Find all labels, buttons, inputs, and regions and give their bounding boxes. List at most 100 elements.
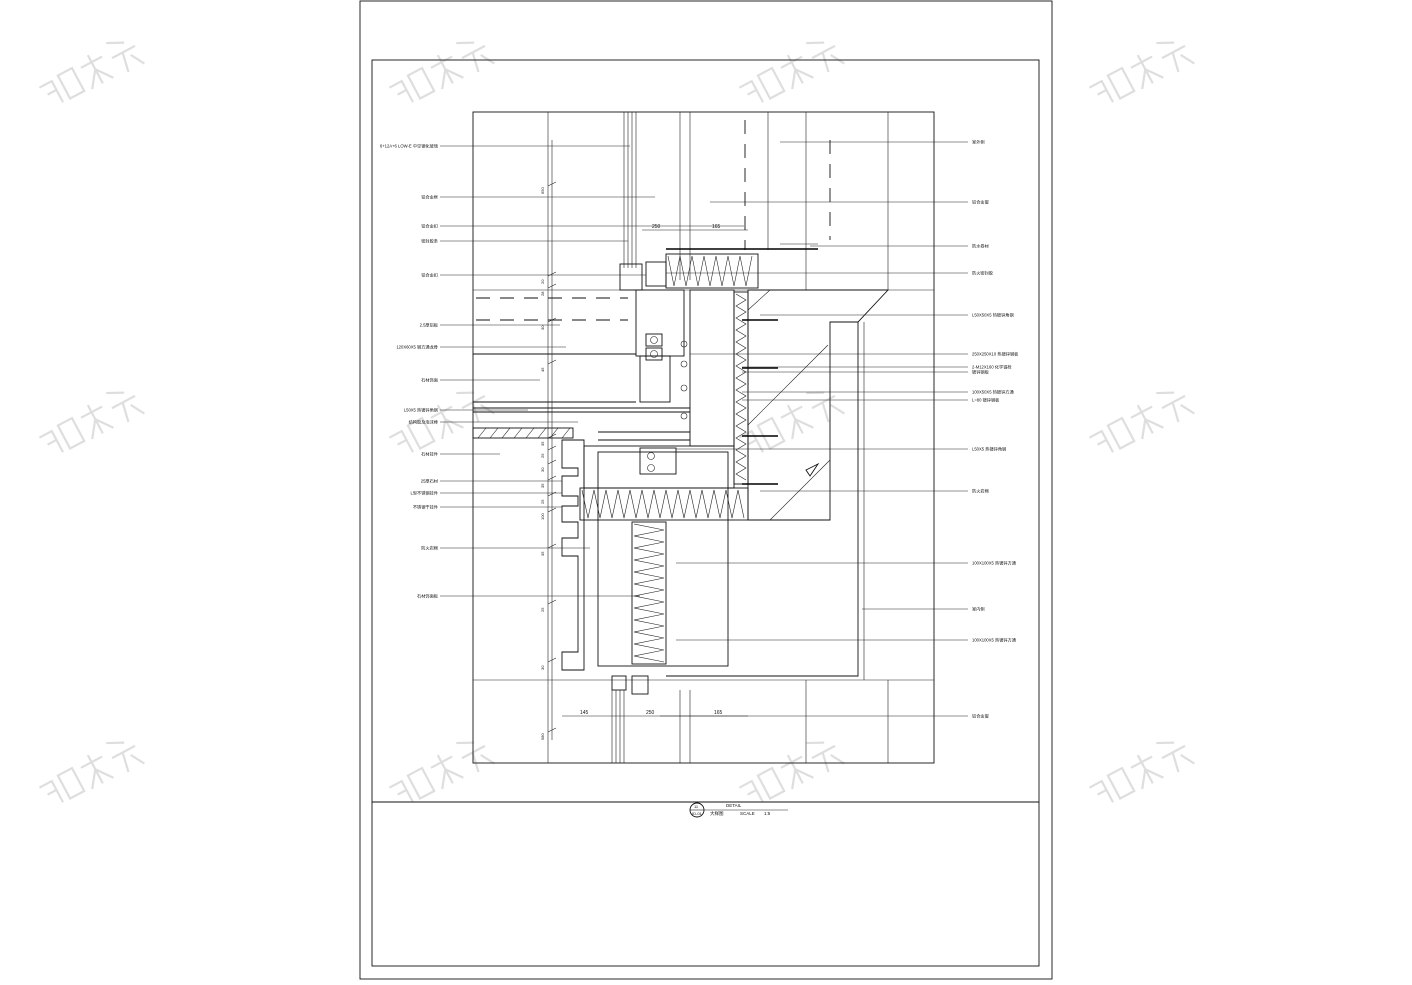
annotation-right: 室外侧 bbox=[972, 139, 985, 146]
annotation-right: 250X250X10 热镀锌钢板 bbox=[972, 351, 1019, 358]
dim-tick-vertical bbox=[547, 657, 557, 663]
dim-bottom-2: 250 bbox=[646, 710, 655, 716]
watermark-logo bbox=[388, 741, 495, 803]
watermark-logo bbox=[38, 741, 145, 803]
annotation-right: 100X100X5 热镀锌方通 bbox=[972, 560, 1017, 567]
annotation-left: 6+12A+6 LOW-E 中空钢化玻璃 bbox=[380, 143, 438, 150]
detail-number: 11 bbox=[694, 804, 699, 809]
dim-vertical-value: 100 bbox=[540, 513, 545, 520]
title-cn: 大样图 bbox=[710, 810, 724, 817]
dim-vertical-value: 35 bbox=[540, 483, 545, 488]
interior-finish bbox=[666, 322, 859, 677]
vertical-insulation bbox=[733, 291, 749, 485]
dim-tick-vertical bbox=[547, 727, 557, 733]
dim-vertical-value: 30 bbox=[540, 325, 545, 330]
watermark-logo bbox=[738, 391, 845, 453]
dim-vertical-value: 45 bbox=[540, 367, 545, 372]
annotation-right: 铝合金窗 bbox=[972, 199, 989, 206]
dim-tick-vertical bbox=[547, 459, 557, 465]
watermark-logo bbox=[1088, 41, 1195, 103]
annotation-right: 防火密封胶 bbox=[972, 270, 993, 277]
sheet-inner-border bbox=[371, 59, 1040, 967]
annotation-right: 铝合金窗 bbox=[972, 713, 989, 720]
annotation-right: L50X5 热镀锌角钢 bbox=[972, 446, 1006, 453]
annotation-right: 防火岩棉 bbox=[972, 488, 989, 495]
dim-vertical-value: 28 bbox=[540, 291, 545, 296]
annotation-left: 石材饰面板 bbox=[417, 593, 439, 600]
dim-tick-vertical bbox=[547, 317, 557, 323]
dim-vertical-value: 35 bbox=[540, 441, 545, 446]
dim-top-2: 165 bbox=[712, 224, 721, 230]
upper-insulation bbox=[665, 253, 759, 289]
title-block: 11 ID-01 DETAIL 大样图 SCALE 1:5 bbox=[689, 802, 788, 818]
dim-bottom-3: 165 bbox=[714, 710, 723, 716]
dim-tick-vertical bbox=[547, 445, 557, 451]
scale-value: 1:5 bbox=[764, 811, 771, 816]
annotation-left: 结构胶及泡沫棒 bbox=[409, 419, 439, 426]
dim-vertical-value: 25 bbox=[540, 499, 545, 504]
upper-window-glass bbox=[619, 112, 667, 291]
watermark-logo bbox=[388, 41, 495, 103]
annotation-left: 2.5厚铝板 bbox=[420, 322, 439, 329]
anchor-bolts bbox=[742, 319, 778, 485]
aluminium-soffit bbox=[472, 353, 690, 441]
dim-tick-vertical bbox=[547, 433, 557, 439]
annotation-right: 镀锌钢板 bbox=[972, 369, 990, 376]
steel-tube-assembly bbox=[635, 289, 735, 447]
watermark-logo bbox=[738, 41, 845, 103]
annotation-right: 室内侧 bbox=[972, 606, 985, 613]
annotation-left: 石材饰面 bbox=[421, 377, 438, 384]
dim-tick-vertical bbox=[547, 475, 557, 481]
dim-tick-vertical bbox=[547, 181, 557, 187]
scale-label: SCALE bbox=[740, 811, 755, 816]
dim-tick-vertical bbox=[547, 507, 557, 513]
detail-sheet-ref: ID-01 bbox=[692, 811, 703, 816]
watermark-logo bbox=[738, 741, 845, 803]
annotation-right: 2-M12X160 化学锚栓 bbox=[972, 364, 1012, 371]
annotation-left: L50X5 热镀锌角钢 bbox=[404, 407, 438, 414]
dim-vertical-value: 20 bbox=[540, 279, 545, 284]
sheet-outer-border bbox=[359, 0, 1053, 980]
annotation-left: 120X60X5 钢方通龙骨 bbox=[396, 344, 438, 351]
grid-lines bbox=[473, 112, 934, 763]
annotations-left: 6+12A+6 LOW-E 中空钢化玻璃铝合金框铝合金扣密封胶条铝合金扣2.5厚… bbox=[380, 143, 744, 600]
lower-insulation bbox=[631, 521, 667, 665]
annotation-right: L=80 镀锌钢板 bbox=[972, 397, 1000, 404]
dim-vertical-value: 650 bbox=[540, 187, 545, 194]
watermark-logo bbox=[38, 41, 145, 103]
annotation-left: 铝合金框 bbox=[421, 194, 439, 201]
lower-window-glass bbox=[611, 675, 649, 763]
annotation-left: 石材挂件 bbox=[421, 451, 438, 458]
dim-tick-vertical bbox=[547, 271, 557, 277]
annotation-left: 铝合金扣 bbox=[421, 272, 438, 279]
dim-tick-vertical bbox=[547, 543, 557, 549]
annotation-right: 100X100X5 热镀锌方通 bbox=[972, 637, 1017, 644]
detail-frame bbox=[472, 111, 935, 764]
dim-vertical-value: 30 bbox=[540, 467, 545, 472]
dim-vertical-value: 580 bbox=[540, 733, 545, 740]
watermark-group bbox=[38, 41, 1195, 803]
watermark-logo bbox=[1088, 391, 1195, 453]
annotation-left: 铝合金扣 bbox=[421, 223, 438, 230]
dim-vertical-value: 35 bbox=[540, 551, 545, 556]
dim-vertical-value: 30 bbox=[540, 665, 545, 670]
dim-tick-vertical bbox=[547, 359, 557, 365]
lower-steel-frame bbox=[583, 445, 735, 667]
annotation-right: 100X50X5 热镀锌方通 bbox=[972, 389, 1014, 396]
title-en: DETAIL bbox=[726, 803, 742, 808]
horizontal-insulation bbox=[579, 487, 749, 521]
watermark-logo bbox=[1088, 741, 1195, 803]
annotation-left: 不锈钢干挂件 bbox=[413, 504, 438, 511]
dim-vertical-value: 25 bbox=[540, 607, 545, 612]
watermark-logo bbox=[388, 391, 495, 453]
dim-tick-vertical bbox=[547, 599, 557, 605]
stone-cladding bbox=[561, 439, 585, 671]
watermark-logo bbox=[38, 391, 145, 453]
annotation-left: 防火岩棉 bbox=[421, 545, 438, 552]
annotation-left: L型不锈钢挂件 bbox=[411, 490, 438, 497]
annotation-left: 25厚石材 bbox=[421, 478, 438, 485]
